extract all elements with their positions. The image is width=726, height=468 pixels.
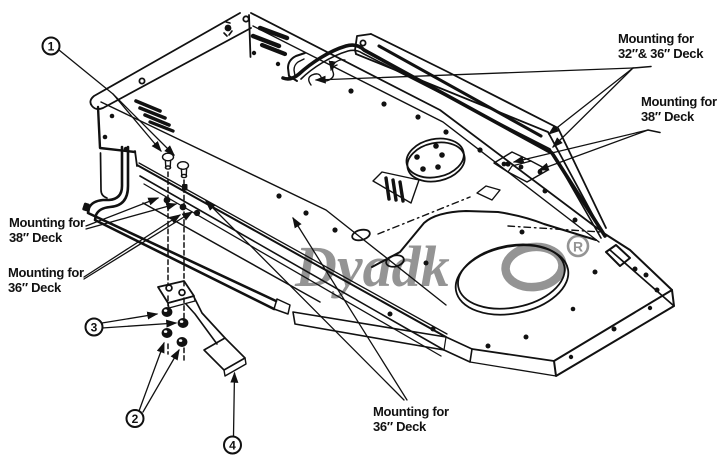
svg-text:3: 3	[91, 321, 98, 335]
svg-text:4: 4	[229, 439, 236, 453]
svg-text:1: 1	[48, 40, 55, 54]
svg-text:R: R	[573, 239, 583, 255]
svg-text:2: 2	[132, 412, 139, 426]
